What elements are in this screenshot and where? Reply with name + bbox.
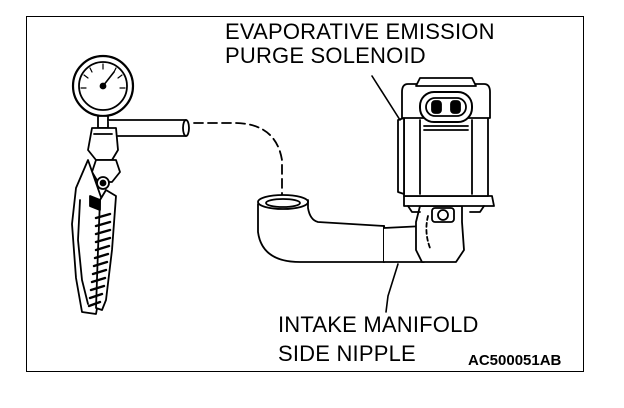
nipple-label-line2: SIDE NIPPLE xyxy=(278,341,416,366)
purge-solenoid xyxy=(383,77,495,263)
solenoid-leader-line xyxy=(371,75,401,121)
vacuum-pump-handle xyxy=(71,127,121,315)
nipple-leader-line xyxy=(385,263,399,313)
figure-code: AC500051AB xyxy=(468,352,562,369)
connection-dashed-line xyxy=(193,122,283,197)
vacuum-gauge xyxy=(71,54,135,129)
solenoid-label-line1: EVAPORATIVE EMISSION xyxy=(225,19,495,44)
nipple-label-line1: INTAKE MANIFOLD xyxy=(278,312,479,337)
solenoid-label-line2: PURGE SOLENOID xyxy=(225,43,426,68)
vacuum-hose-elbow xyxy=(257,194,387,263)
vacuum-pump-hose-port xyxy=(107,119,190,137)
